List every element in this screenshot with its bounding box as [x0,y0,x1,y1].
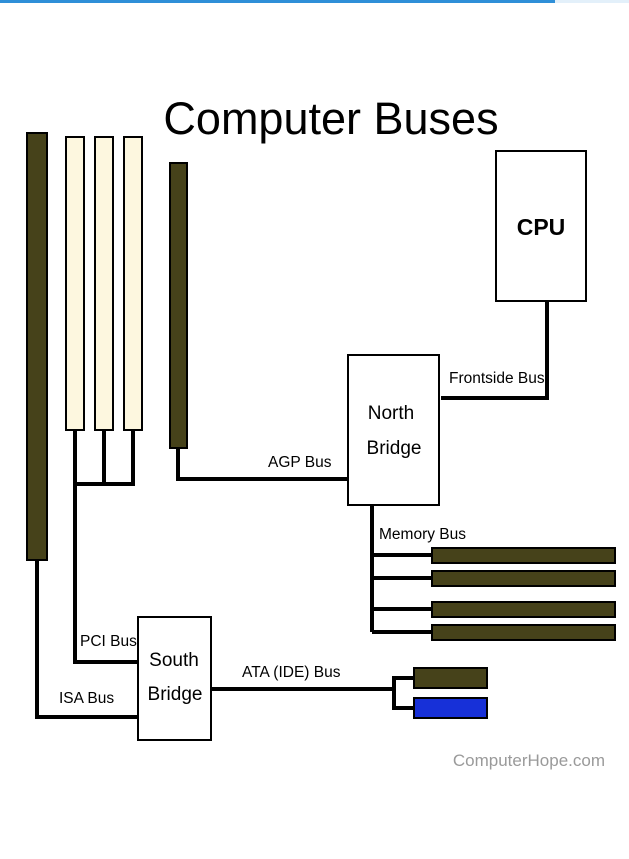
cpu-box [495,150,587,302]
north-bridge-box [347,354,440,506]
pci-bus-label: PCI Bus [80,633,137,650]
pci-slot-2 [94,136,114,431]
isa-bus-label: ISA Bus [59,690,114,707]
south-bridge-label-line2: Bridge [148,684,203,705]
memory-bus-label: Memory Bus [379,526,466,543]
south-bridge-box [137,616,212,741]
agp-bus-label: AGP Bus [268,454,332,471]
frontside-bus-wire [441,301,549,400]
ide-connector-secondary [413,697,488,719]
frontside-bus-label: Frontside Bus [449,370,545,387]
top-accent-bar [0,0,555,3]
top-accent-bar-fade [555,0,629,3]
bus-wires [35,301,549,719]
north-bridge-label-line1: North [368,403,414,424]
south-bridge-label-line1: South [149,650,199,671]
isa-slot [26,132,48,561]
ide-connector-primary [413,667,488,689]
pci-bus-wire [73,484,138,664]
memory-slot-4 [431,624,616,641]
ata-ide-bus-label: ATA (IDE) Bus [242,664,341,681]
north-bridge-label-line2: Bridge [367,438,422,459]
watermark: ComputerHope.com [453,751,605,770]
memory-slot-3 [431,601,616,618]
cpu-label: CPU [517,214,566,240]
memory-slot-1 [431,547,616,564]
isa-bus-wire [35,560,138,719]
agp-bus-wire [176,446,349,481]
agp-slot [169,162,188,449]
ata-bus-split-wire [392,676,414,710]
pci-slot-1 [65,136,85,431]
memory-slot-2 [431,570,616,587]
pci-slot-3 [123,136,143,431]
diagram-title: Computer Buses [163,93,498,144]
